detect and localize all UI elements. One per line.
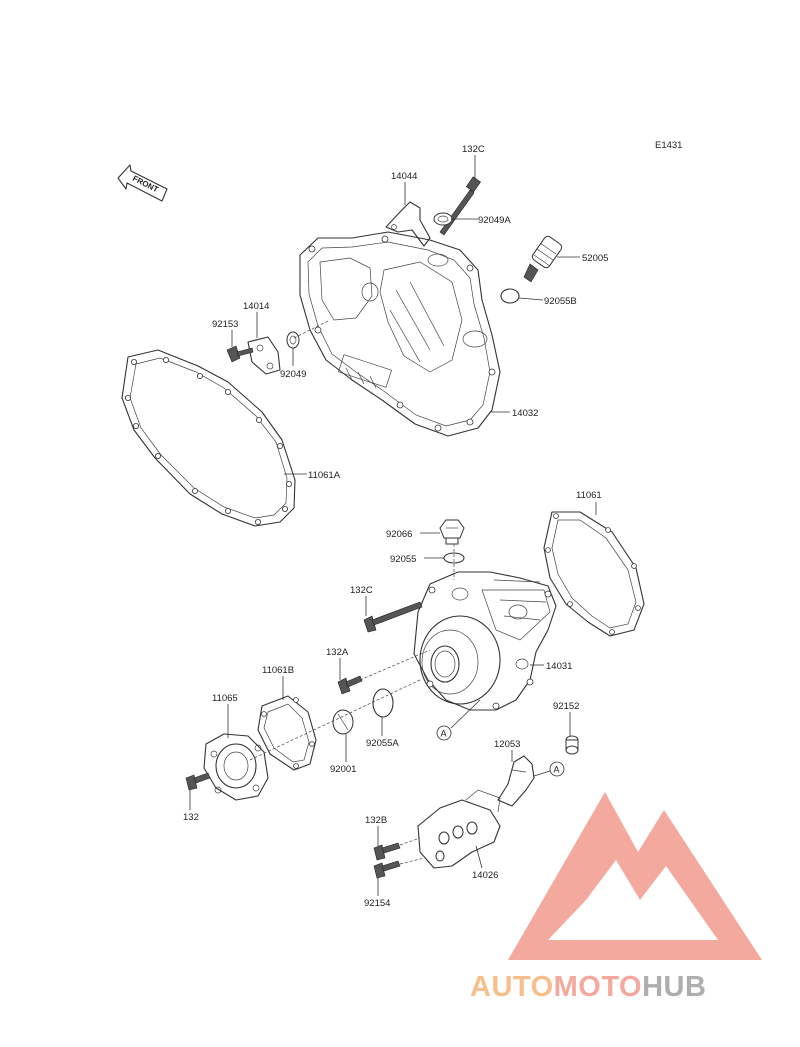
bolt-132: [185, 772, 211, 791]
label-11061b: 11061B: [262, 665, 294, 676]
label-92153: 92153: [212, 319, 238, 330]
seal-92049a: [433, 212, 453, 226]
label-92001: 92001: [330, 764, 356, 775]
plate-14014: [247, 336, 281, 375]
diagram-code: E1431: [655, 140, 682, 151]
label-92055a: 92055A: [366, 738, 399, 749]
label-132: 132: [183, 812, 199, 823]
spacer-92152: [565, 735, 579, 755]
label-11061a: 11061A: [308, 470, 341, 481]
label-11065: 11065: [212, 693, 238, 704]
label-14032: 14032: [512, 408, 538, 419]
bolt-92154: [373, 860, 401, 879]
filler-cap-52005: [523, 235, 563, 283]
bolt-132c-mid: [363, 601, 423, 633]
cap-92001: [332, 709, 354, 735]
bolt-132b: [373, 842, 401, 861]
part-labels: 132C 14044 92049A 52005 92055B 14014 921…: [183, 144, 608, 909]
leader-lines: [189, 155, 597, 896]
seal-92049: [286, 331, 300, 349]
cover-11065: [203, 733, 269, 801]
label-92049a: 92049A: [478, 215, 511, 226]
label-132a: 132A: [326, 647, 349, 658]
label-14026: 14026: [472, 870, 498, 881]
label-14031: 14031: [546, 661, 572, 672]
label-14014: 14014: [243, 301, 269, 312]
ref-marker-a-1: A: [436, 725, 452, 741]
svg-text:A: A: [554, 765, 560, 775]
label-92049: 92049: [280, 369, 306, 380]
guide-12053: [497, 755, 535, 807]
label-132b: 132B: [365, 815, 387, 826]
label-92154: 92154: [364, 898, 390, 909]
bracket-14044: [385, 201, 431, 247]
oring-92055a: [372, 688, 394, 718]
label-92055b: 92055B: [544, 296, 577, 307]
front-arrow-icon: FRONT: [117, 164, 168, 202]
plug-92066: [439, 519, 465, 545]
clutch-cover-14032: [299, 231, 501, 437]
label-92055: 92055: [390, 554, 416, 565]
label-14044: 14044: [391, 171, 417, 182]
label-92152: 92152: [553, 701, 579, 712]
bracket-14026: [417, 789, 501, 869]
gasket-11061a: [121, 349, 296, 527]
gasket-11061: [543, 511, 645, 637]
svg-text:A: A: [441, 729, 447, 739]
front-label: FRONT: [131, 174, 160, 195]
gasket-11061b: [257, 695, 317, 771]
ref-marker-a-2: A: [549, 761, 565, 777]
bolt-132c-top: [439, 176, 481, 236]
watermark-logo: AUTOMOTOHUB: [470, 792, 762, 1003]
watermark-triangle-icon: [508, 792, 762, 960]
oring-92055b: [500, 288, 520, 304]
watermark-text: AUTOMOTOHUB: [470, 971, 706, 1003]
label-11061: 11061: [576, 490, 602, 501]
label-92066: 92066: [386, 529, 412, 540]
bolt-92153: [226, 345, 254, 363]
label-132c-mid: 132C: [350, 585, 373, 596]
label-12053: 12053: [494, 739, 520, 750]
bolt-132a: [337, 675, 363, 695]
label-132c-top: 132C: [462, 144, 485, 155]
label-52005: 52005: [582, 253, 608, 264]
generator-cover-14031: [413, 571, 557, 711]
